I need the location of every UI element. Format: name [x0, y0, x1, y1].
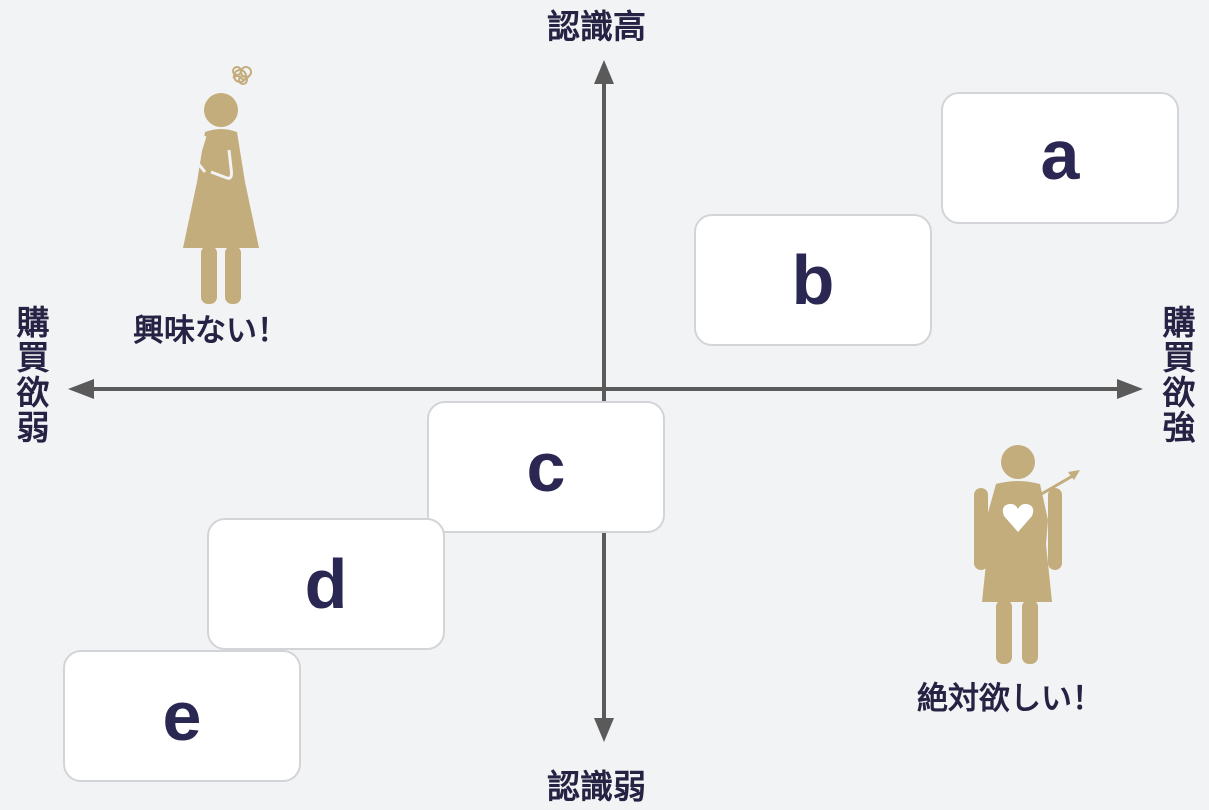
axis-label-left: 購買欲弱	[11, 305, 50, 445]
box-label-c: c	[526, 428, 566, 506]
axis-label-right: 購買欲強	[1157, 305, 1196, 445]
heart-arrow-woman-icon	[974, 445, 1080, 664]
box-a: a	[941, 92, 1179, 224]
arrow-down-icon	[594, 718, 614, 742]
box-b: b	[694, 214, 932, 346]
arrow-up-icon	[594, 60, 614, 84]
arrow-left-icon	[68, 379, 94, 399]
caption-uninterested: 興味ない！	[133, 313, 288, 349]
box-d: d	[207, 518, 445, 650]
axis-label-top: 認識高	[547, 7, 646, 46]
box-label-a: a	[1040, 116, 1080, 194]
box-label-e: e	[162, 677, 202, 755]
confused-woman-icon	[183, 66, 259, 304]
caption-eager: 絶対欲しい！	[917, 681, 1103, 717]
axis-label-bottom: 認識弱	[547, 767, 646, 806]
box-c: c	[427, 401, 665, 533]
box-label-b: b	[791, 241, 835, 319]
box-label-d: d	[304, 545, 348, 623]
arrow-right-icon	[1117, 379, 1143, 399]
box-e: e	[63, 650, 301, 782]
